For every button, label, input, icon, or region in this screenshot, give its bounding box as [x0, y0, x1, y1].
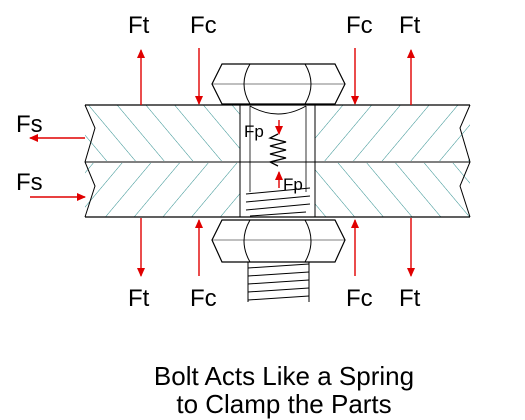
fs-label-upper: Fs — [16, 111, 43, 138]
fc-label-top-left: Fc — [190, 12, 217, 39]
fc-label-bottom-right: Fc — [346, 285, 373, 312]
bolt-shank — [245, 105, 311, 217]
upper-plate — [85, 104, 470, 161]
caption-line-2: to Clamp the Parts — [176, 389, 391, 419]
ft-label-bottom-left: Ft — [128, 285, 150, 312]
spring-icon — [268, 133, 287, 167]
fp-label-lower: Fp — [283, 175, 303, 194]
bolt-thread-end — [247, 262, 310, 302]
plate-break-left — [84, 104, 96, 218]
nut — [211, 219, 346, 263]
plate-break-right — [459, 104, 471, 218]
bolt-head — [211, 63, 346, 105]
fp-label-upper: Fp — [244, 122, 264, 141]
force-arrows — [29, 48, 415, 277]
ft-label-bottom-right: Ft — [399, 285, 421, 312]
fc-label-bottom-left: Fc — [190, 285, 217, 312]
fc-label-top-right: Fc — [346, 12, 373, 39]
fs-label-lower: Fs — [16, 169, 43, 196]
ft-label-top-right: Ft — [399, 12, 421, 39]
caption-line-1: Bolt Acts Like a Spring — [154, 361, 414, 391]
lower-plate — [85, 163, 470, 218]
ft-label-top-left: Ft — [128, 12, 150, 39]
